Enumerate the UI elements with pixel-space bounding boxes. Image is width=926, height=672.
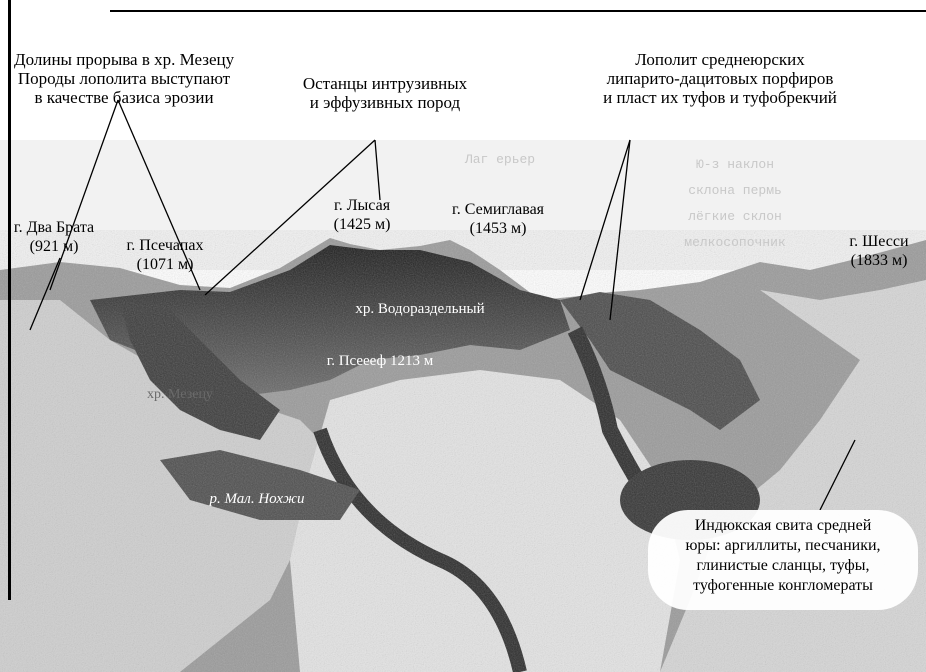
label-semiglavaya: г. Семиглавая (1453 м): [428, 200, 568, 238]
label-breakthrough-valleys: Долины прорыва в хр. Мезецу Породы лопол…: [14, 50, 234, 107]
label-remnants: Останцы интрузивных и эффузивных пород: [300, 74, 470, 112]
label-river: р. Мал. Нохжи: [172, 490, 342, 509]
top-rule: [110, 10, 926, 12]
label-mezetsu: хр. Мезецу: [120, 385, 240, 404]
label-pseref: г. Псеееф 1213 м: [300, 352, 460, 371]
label-pseshakh: г. Псечапах (1071 м): [110, 236, 220, 274]
faded-annotation-right: Ю-з наклон склона пермь лёгкие склон мел…: [640, 152, 830, 256]
label-indyuk: Индюкская свита средней юры: аргиллиты, …: [650, 516, 916, 596]
label-shessi: г. Шесси (1833 м): [836, 232, 922, 270]
faded-annotation-center: Лаг ерьер: [430, 150, 570, 169]
label-ridge: хр. Водораздельный: [320, 300, 520, 319]
label-lopolith: Лополит среднеюрских липарито-дацитовых …: [572, 50, 868, 107]
label-lysaya: г. Лысая (1425 м): [322, 196, 402, 234]
label-dva-brata: г. Два Брата (921 м): [4, 218, 104, 256]
left-border: [8, 0, 11, 600]
